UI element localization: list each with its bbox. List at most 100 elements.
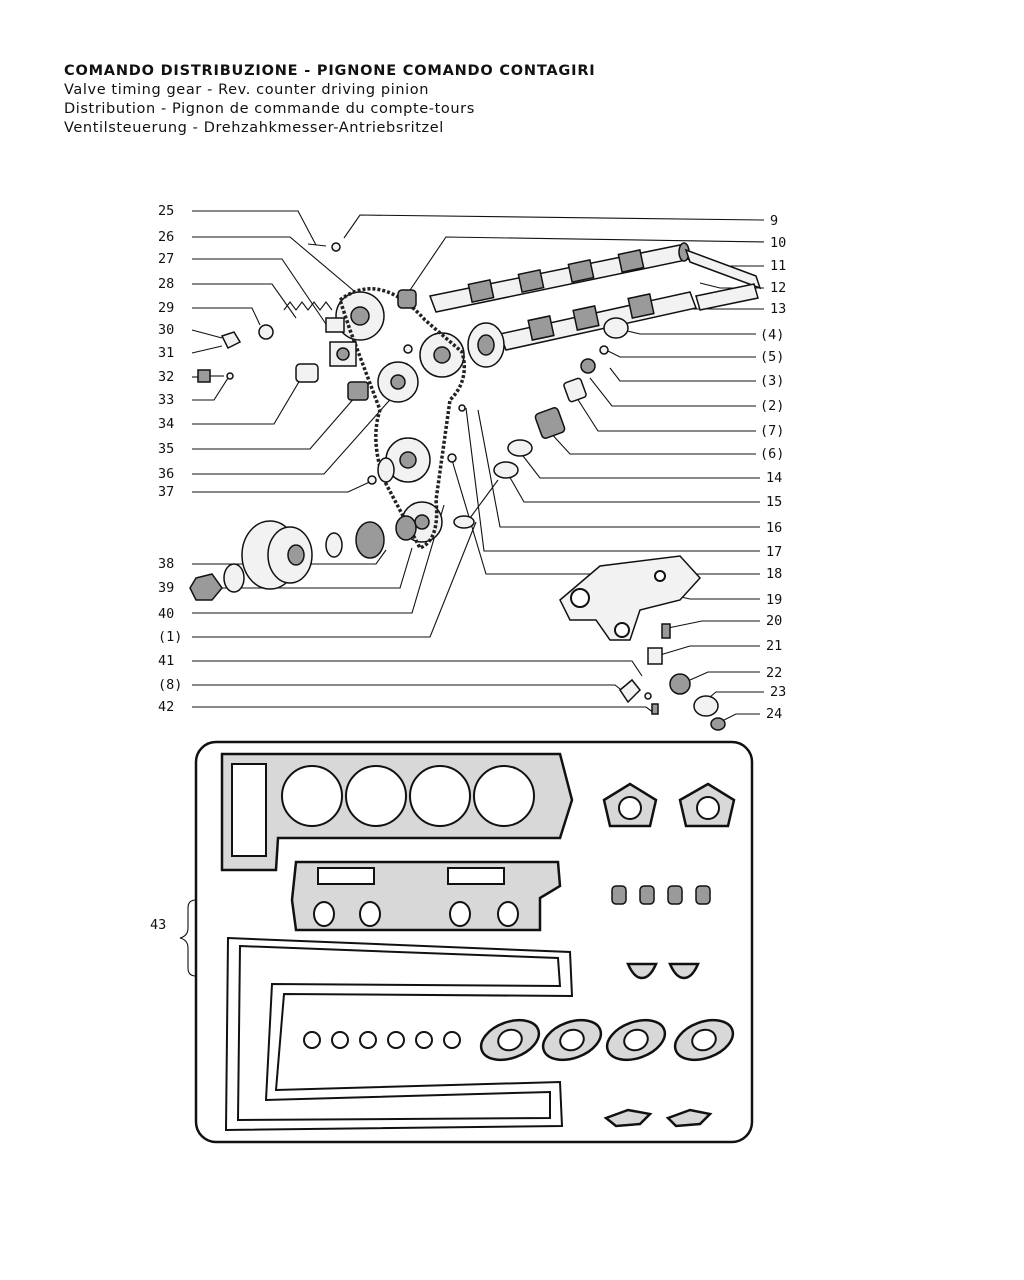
screw-42 <box>651 703 659 715</box>
callout-4: (4) <box>760 327 784 343</box>
gear-40 <box>395 515 417 541</box>
callout-8: (8) <box>158 677 182 693</box>
callout-20: 20 <box>766 613 782 629</box>
valve-spring-7 <box>563 377 587 403</box>
washer-29 <box>258 324 274 340</box>
gear-39 <box>355 521 385 559</box>
small-brackets <box>603 1108 713 1128</box>
circlip <box>403 344 413 354</box>
crank-nut <box>189 573 223 601</box>
callout-38: 38 <box>158 556 174 572</box>
callout-26: 26 <box>158 229 174 245</box>
title-english: Valve timing gear - Rev. counter driving… <box>64 82 430 98</box>
callout-9: 9 <box>770 213 778 229</box>
valve-keeper-2 <box>580 358 596 374</box>
seal-18 <box>447 453 457 463</box>
title-german: Ventilsteuerung - Drehzahkmesser-Antrieb… <box>64 120 444 136</box>
callout-23: 23 <box>770 684 786 700</box>
callout-37: 37 <box>158 484 174 500</box>
pump-housing <box>559 555 702 641</box>
callout-30: 30 <box>158 322 174 338</box>
callout-3: (3) <box>760 373 784 389</box>
upper-sprocket-right <box>419 332 465 378</box>
callout-40: 40 <box>158 606 174 622</box>
left-leader-lines <box>191 210 655 714</box>
bushing-22 <box>669 673 691 695</box>
callout-27: 27 <box>158 251 174 267</box>
tensioner-body <box>325 317 345 333</box>
washer-15 <box>493 461 519 479</box>
callout-5: (5) <box>760 349 784 365</box>
callout-21: 21 <box>766 638 782 654</box>
flange-gaskets-row <box>479 1018 735 1062</box>
callout-15: 15 <box>766 494 782 510</box>
callout-33: 33 <box>158 392 174 408</box>
callout-13: 13 <box>770 301 786 317</box>
manifold-gasket <box>290 860 562 932</box>
callout-31: 31 <box>158 345 174 361</box>
camshaft-lower <box>498 283 759 351</box>
title-italian: COMANDO DISTRIBUZIONE - PIGNONE COMANDO … <box>64 63 596 79</box>
washer-pulley <box>223 563 245 593</box>
crank-pulley <box>241 520 313 590</box>
left-callouts: 25 26 27 28 29 30 31 32 33 34 35 36 37 3… <box>150 203 182 933</box>
callout-2: (2) <box>760 398 784 414</box>
cam-cover-gasket <box>224 936 574 1132</box>
callout-43: 43 <box>150 917 166 933</box>
right-leader-lines <box>343 214 765 723</box>
callout-42: 42 <box>158 699 174 715</box>
callout-28: 28 <box>158 276 174 292</box>
spacer-38 <box>325 532 343 558</box>
camshaft-upper <box>428 242 762 313</box>
callout-1: (1) <box>158 629 182 645</box>
washer-8 <box>644 692 652 700</box>
tappet-4 <box>603 317 629 339</box>
callout-11: 11 <box>770 258 786 274</box>
valve-shim-5 <box>599 345 609 355</box>
callout-7: (7) <box>760 423 784 439</box>
idler-sprocket <box>377 361 419 403</box>
callout-18: 18 <box>766 566 782 582</box>
shoe-36 <box>377 457 395 483</box>
screw-20 <box>661 623 671 639</box>
gasket-kit-panel <box>179 740 754 1144</box>
callout-32: 32 <box>158 369 174 385</box>
nut-31 <box>220 331 242 350</box>
callout-22: 22 <box>766 665 782 681</box>
callout-10: 10 <box>770 235 786 251</box>
valve-spring-6 <box>534 407 566 439</box>
washer-33 <box>226 372 234 380</box>
callout-6: (6) <box>760 446 784 462</box>
camshaft-hub <box>467 322 505 368</box>
title-french: Distribution - Pignon de commande du com… <box>64 101 475 117</box>
triangle-flange-gaskets <box>602 782 736 828</box>
middle-sprocket <box>385 437 431 483</box>
bushing-34 <box>295 363 319 383</box>
callout-14: 14 <box>766 470 782 486</box>
seal-24 <box>710 717 726 731</box>
callout-35: 35 <box>158 441 174 457</box>
callout-24: 24 <box>766 706 782 722</box>
title-block: COMANDO DISTRIBUZIONE - PIGNONE COMANDO … <box>64 62 596 138</box>
valve-stem-seals <box>611 885 711 905</box>
callout-17: 17 <box>766 544 782 560</box>
tensioner-bracket <box>329 341 357 367</box>
keeper-17 <box>458 404 466 412</box>
clip-41 <box>619 678 642 704</box>
tensioner-spring <box>283 301 333 311</box>
pin-25 <box>307 242 341 252</box>
callout-12: 12 <box>770 280 786 296</box>
upper-sprocket-left <box>335 291 385 341</box>
callout-19: 19 <box>766 592 782 608</box>
valve-16 <box>453 479 499 529</box>
callout-36: 36 <box>158 466 174 482</box>
callout-29: 29 <box>158 300 174 316</box>
half-moon-plugs <box>626 962 700 980</box>
drive-gear-21 <box>647 647 663 665</box>
spring-seat-14 <box>507 439 533 457</box>
right-callouts: 9 10 11 12 13 (4) (5) (3) (2) (7) (6) 14… <box>760 213 786 722</box>
timing-chain <box>337 287 466 551</box>
callout-39: 39 <box>158 580 174 596</box>
head-gasket <box>220 752 574 872</box>
